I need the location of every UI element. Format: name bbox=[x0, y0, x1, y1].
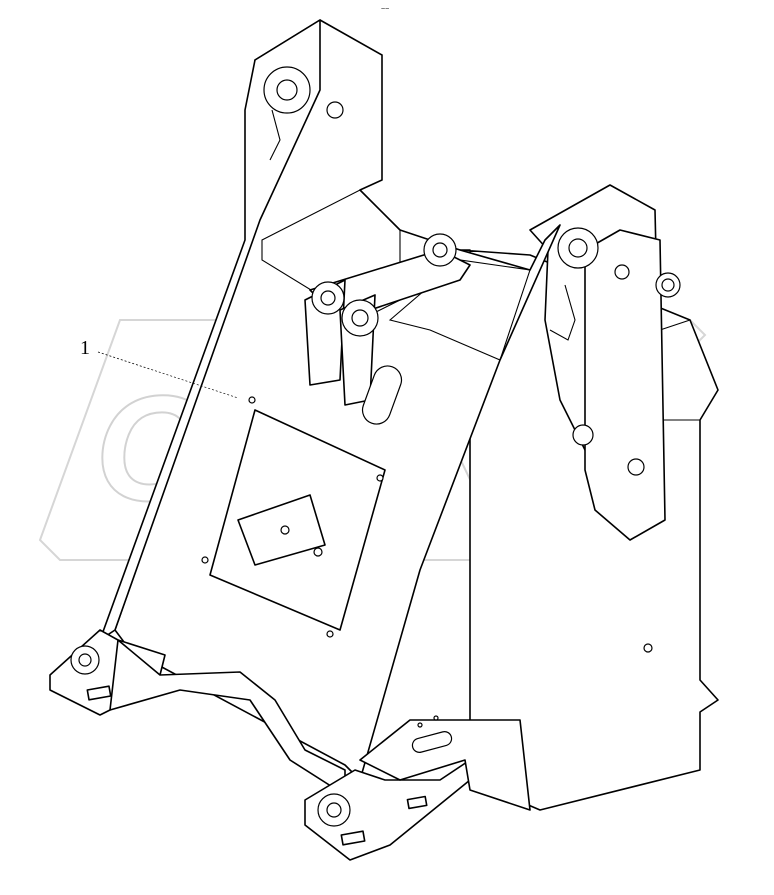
top-mark: ~~ bbox=[381, 6, 389, 13]
center-linkage bbox=[304, 233, 471, 425]
right-foot bbox=[304, 715, 531, 861]
left-foot bbox=[49, 629, 346, 796]
inspection-window bbox=[201, 396, 386, 638]
callout-label: 1 bbox=[80, 337, 90, 359]
leader-line bbox=[97, 351, 239, 399]
right-tower bbox=[529, 184, 681, 541]
mount-hole bbox=[643, 643, 653, 653]
callout-1: 1 bbox=[80, 337, 239, 399]
